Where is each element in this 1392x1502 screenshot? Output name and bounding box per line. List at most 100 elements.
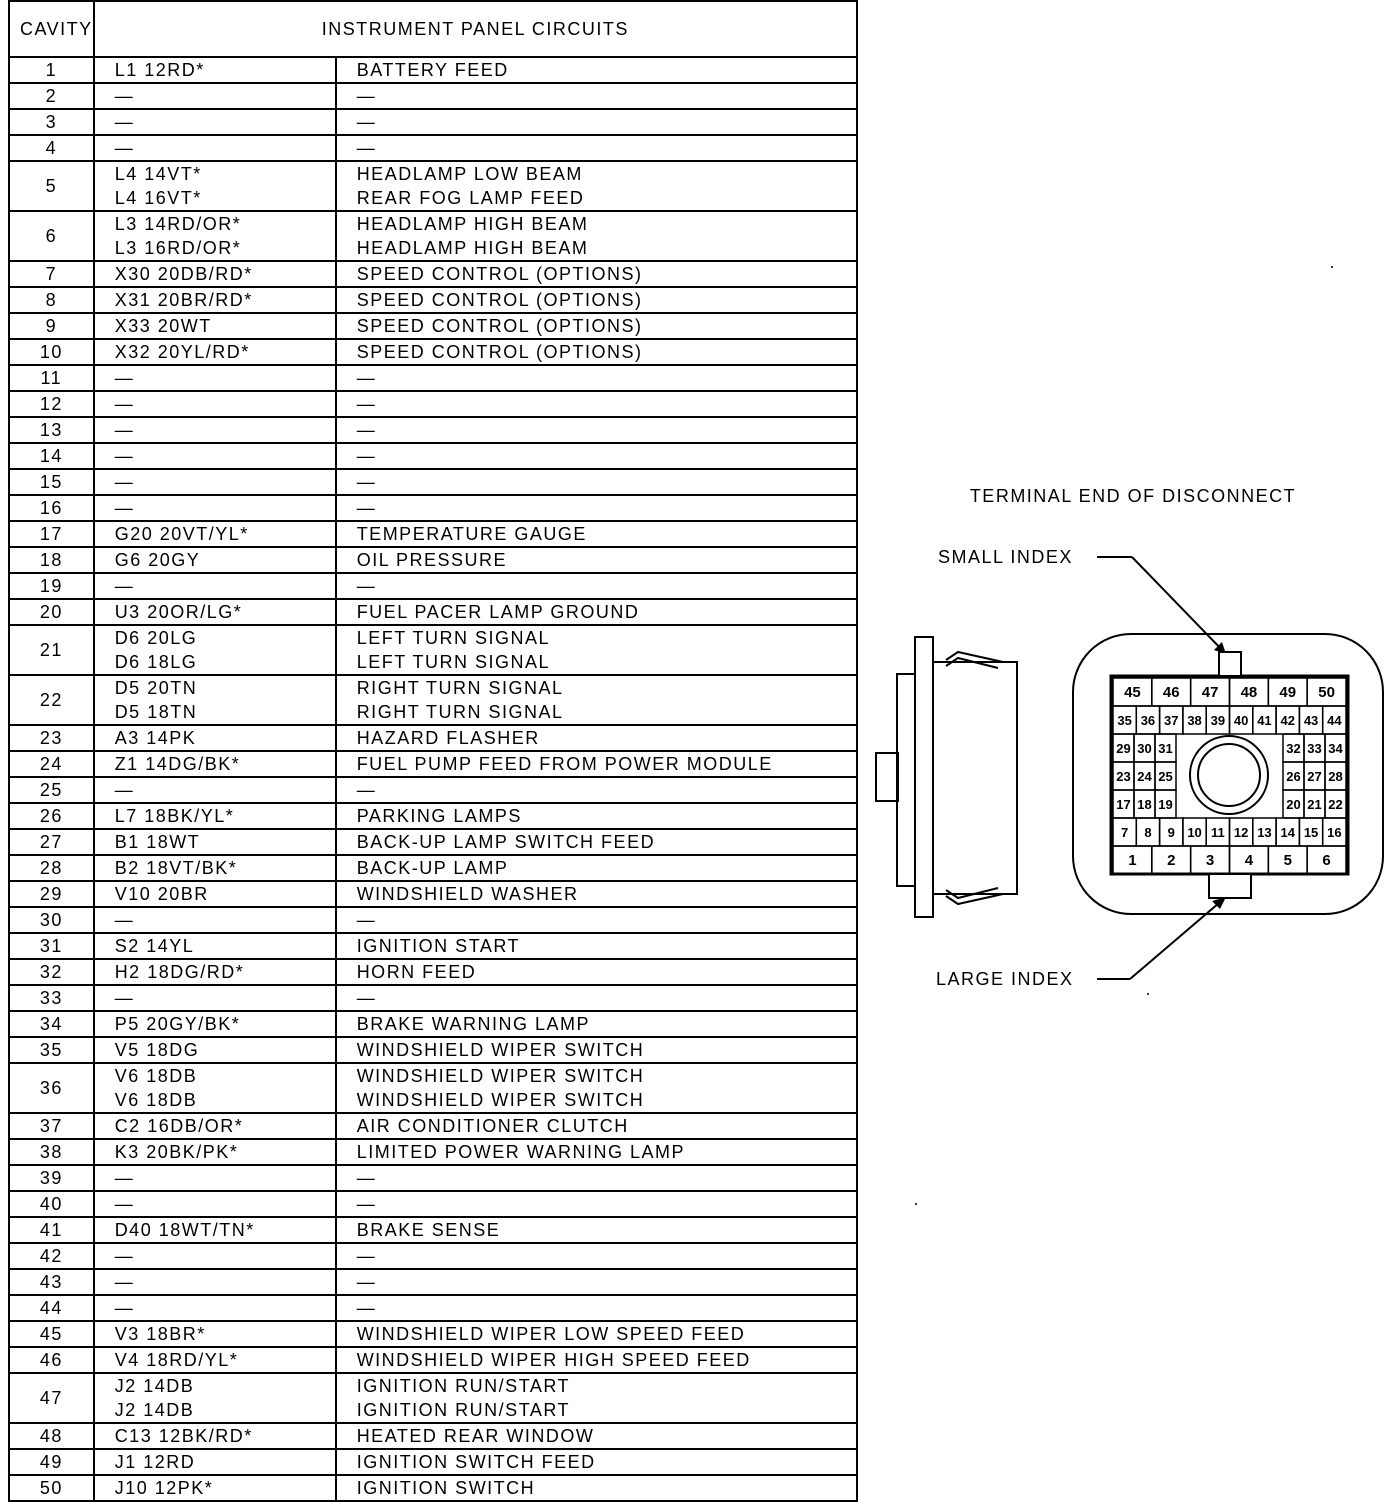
wire-code-cell: X33 20WT [92, 312, 337, 340]
circuit-function: IGNITION SWITCH [356, 1478, 536, 1498]
large-index-tab [1208, 873, 1252, 899]
circuit-function-cell: — [334, 1294, 859, 1322]
cavity-number: 8 [8, 286, 95, 314]
cavity-number: 14 [8, 442, 95, 470]
cavity-number: 47 [8, 1372, 95, 1424]
wire-code-cell: — [92, 1242, 337, 1270]
wire-code-cell: B1 18WT [92, 828, 337, 856]
wire-code: P5 20GY/BK* [114, 1014, 241, 1034]
connector-diagram: TERMINAL END OF DISCONNECT SMALL INDEX L… [875, 266, 1384, 1205]
wire-code-cell: V3 18BR* [92, 1320, 337, 1348]
pin-number: 29 [1116, 741, 1130, 756]
pin-number: 12 [1234, 825, 1248, 840]
wire-code-cell: X30 20DB/RD* [92, 260, 337, 288]
cavity-number: 25 [8, 776, 95, 804]
wire-code: L4 16VT* [114, 188, 202, 208]
circuit-function-cell: — [334, 984, 859, 1012]
large-index-label: LARGE INDEX [936, 969, 1074, 989]
table-row: 9 X33 20WT SPEED CONTROL (OPTIONS) [8, 312, 859, 340]
cavity-number: 31 [8, 932, 95, 960]
table-row: 12—— [8, 390, 859, 418]
wire-code-cell: G6 20GY [92, 546, 337, 574]
circuit-function: FUEL PUMP FEED FROM POWER MODULE [356, 754, 773, 774]
small-index-leader [1097, 556, 1227, 655]
circuit-function: — [356, 472, 377, 492]
table-row: 13—— [8, 416, 859, 444]
wire-code: X33 20WT [114, 316, 212, 336]
circuit-function: — [356, 498, 377, 518]
wire-code-cell: C2 16DB/OR* [92, 1112, 337, 1140]
circuit-function-cell: — [334, 494, 859, 522]
circuit-function: IGNITION RUN/START [356, 1376, 571, 1396]
wire-code-cell: — [92, 984, 337, 1012]
table-header-row: CAVITY INSTRUMENT PANEL CIRCUITS [8, 0, 859, 58]
wire-code-cell: — [92, 776, 337, 804]
cavity-number: 38 [8, 1138, 95, 1166]
cavity-number: 23 [8, 724, 95, 752]
wire-code: — [114, 1298, 135, 1318]
wire-code: — [114, 86, 135, 106]
circuit-function: SPEED CONTROL (OPTIONS) [356, 342, 643, 362]
pin-number: 46 [1163, 684, 1180, 701]
cavity-number: 9 [8, 312, 95, 340]
circuit-function: — [356, 1246, 377, 1266]
cavity-number: 12 [8, 390, 95, 418]
pin-number: 35 [1117, 713, 1131, 728]
circuit-function-cell: — [334, 1164, 859, 1192]
pin-number: 19 [1158, 797, 1172, 812]
center-boss-inner [1197, 743, 1261, 807]
pin-number: 22 [1328, 797, 1342, 812]
cavity-number: 39 [8, 1164, 95, 1192]
circuit-function-cell: FUEL PUMP FEED FROM POWER MODULE [334, 750, 859, 778]
cavity-number: 2 [8, 82, 95, 110]
circuit-function-cell: SPEED CONTROL (OPTIONS) [334, 312, 859, 340]
wire-code: J2 14DB [114, 1400, 195, 1420]
circuit-function: WINDSHIELD WIPER HIGH SPEED FEED [356, 1350, 751, 1370]
wire-code: — [114, 1194, 135, 1214]
cavity-number: 10 [8, 338, 95, 366]
circuit-function-cell: — [334, 572, 859, 600]
small-index-tab [1218, 651, 1242, 677]
circuit-function-cell: BACK-UP LAMP SWITCH FEED [334, 828, 859, 856]
circuit-function: WINDSHIELD WIPER SWITCH [356, 1066, 645, 1086]
wire-code: K3 20BK/PK* [114, 1142, 239, 1162]
wire-code: V6 18DB [114, 1090, 198, 1110]
circuit-function-cell: BRAKE SENSE [334, 1216, 859, 1244]
circuit-function-cell: TEMPERATURE GAUGE [334, 520, 859, 548]
circuit-function: FUEL PACER LAMP GROUND [356, 602, 640, 622]
circuit-function: — [356, 1168, 377, 1188]
circuit-function: — [356, 86, 377, 106]
circuit-function-cell: WINDSHIELD WASHER [334, 880, 859, 908]
wire-code: — [114, 1246, 135, 1266]
wire-code-cell: B2 18VT/BK* [92, 854, 337, 882]
circuit-function: BRAKE WARNING LAMP [356, 1014, 591, 1034]
circuit-function: TEMPERATURE GAUGE [356, 524, 587, 544]
wire-code: D5 20TN [114, 678, 198, 698]
wire-code-cell: — [92, 82, 337, 110]
wire-code: X31 20BR/RD* [114, 290, 253, 310]
circuit-function: LEFT TURN SIGNAL [356, 628, 551, 648]
pin-number: 11 [1211, 825, 1225, 840]
circuit-function-cell: — [334, 82, 859, 110]
wire-code-cell: H2 18DG/RD* [92, 958, 337, 986]
wire-code-cell: — [92, 1190, 337, 1218]
wire-code: — [114, 420, 135, 440]
pin-number: 37 [1164, 713, 1178, 728]
wire-code-cell: — [92, 494, 337, 522]
wire-code: L4 14VT* [114, 164, 202, 184]
pin-number: 17 [1116, 797, 1130, 812]
pin-number: 43 [1304, 713, 1318, 728]
circuit-function-cell: HEATED REAR WINDOW [334, 1422, 859, 1450]
wire-code-cell: V10 20BR [92, 880, 337, 908]
